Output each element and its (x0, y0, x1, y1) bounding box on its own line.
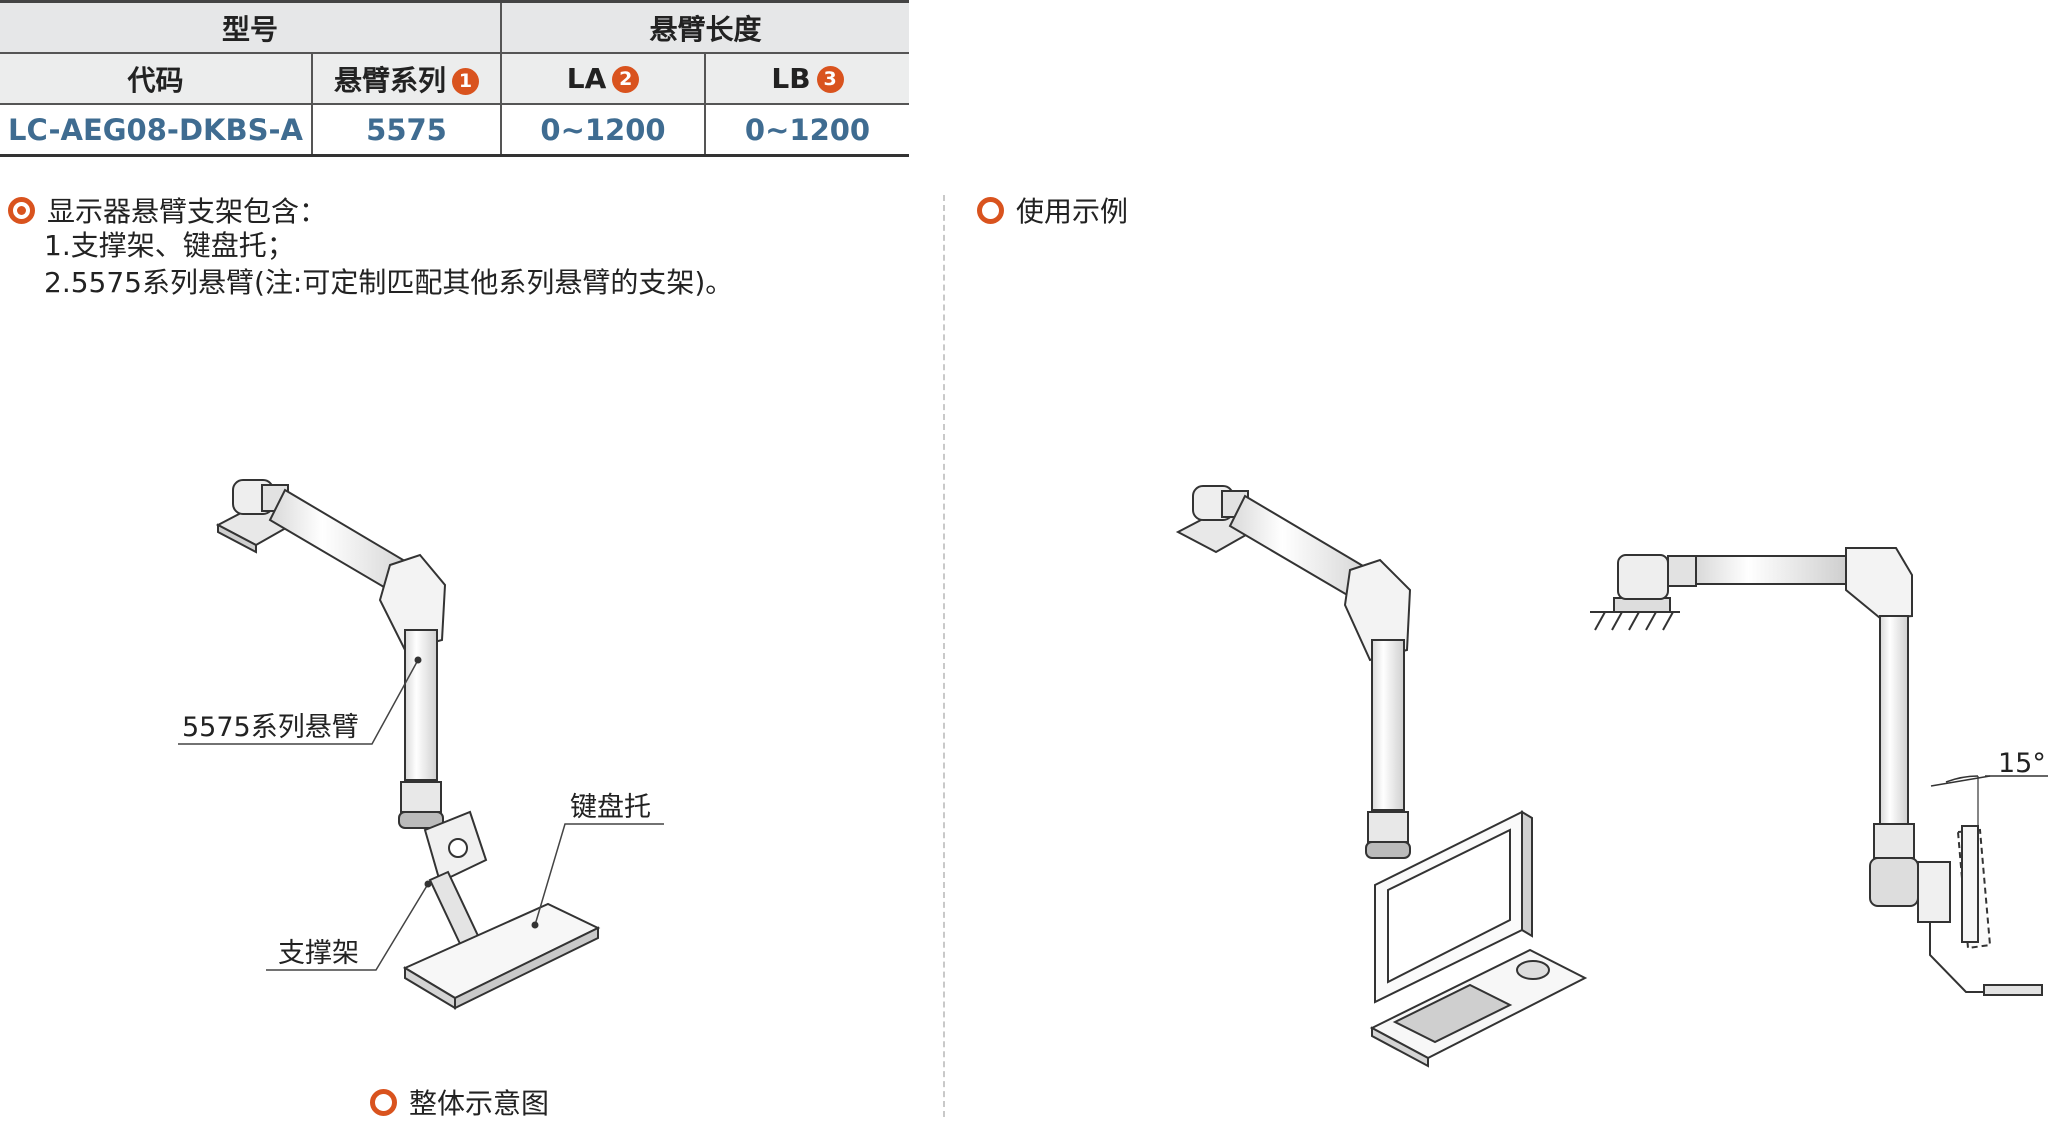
cell-lb: 0~1200 (705, 104, 910, 157)
callout-dot (531, 921, 539, 929)
table-header-row: 型号 悬臂长度 (0, 0, 910, 54)
number-badge-icon: 1 (452, 67, 480, 95)
keyboard-icon (1392, 983, 1513, 1044)
keyboard-tray-front (454, 926, 599, 1010)
arm-elbow (1343, 558, 1412, 662)
support-bracket-plate (1917, 861, 1951, 923)
arm-collar (1873, 823, 1915, 859)
ceiling-mount (1613, 597, 1671, 613)
includes-item-1: 1.支撑架、键盘托； (44, 229, 295, 262)
hatch (1594, 611, 1606, 631)
horizontal-arm (1695, 555, 1847, 585)
angle-arc (1945, 775, 1979, 783)
overview-drawing (215, 479, 601, 1010)
arm-collar (400, 781, 442, 813)
arm-rotator (1365, 841, 1411, 859)
angle-label: 15° (1998, 748, 2046, 779)
header-la-label: LA (566, 62, 607, 95)
overview-callouts (178, 659, 664, 971)
header-arm-series-label: 悬臂系列 (334, 63, 447, 97)
bullet-ring-icon (977, 196, 1004, 224)
hatch (1662, 611, 1674, 631)
monitor-profile (1961, 825, 1979, 943)
callout-support-label: 支撑架 (278, 938, 359, 969)
vertical-arm (1879, 615, 1909, 825)
usage-title: 使用示例 (1016, 195, 1129, 228)
callout-line-support (266, 883, 429, 971)
arm-collar (1367, 811, 1409, 843)
callout-arm-label: 5575系列悬臂 (182, 712, 359, 743)
mount-base-side (217, 523, 257, 554)
callout-dot (414, 656, 422, 664)
monitor-side (1521, 810, 1533, 938)
bullet-dot-icon (8, 196, 35, 224)
header-code: 代码 (0, 53, 313, 105)
includes-item-2: 2.5575系列悬臂(注:可定制匹配其他系列悬臂的支架)。 (44, 266, 734, 299)
header-lb-label: LB (771, 62, 811, 95)
cell-code: LC-AEG08-DKBS-A (0, 104, 313, 157)
callout-dot (424, 880, 432, 888)
keyboard-tray-profile (1983, 984, 2043, 996)
arm-rotator (398, 811, 444, 829)
cell-la: 0~1200 (501, 104, 707, 157)
hatch (1645, 611, 1657, 631)
mount-joint (1617, 554, 1669, 600)
cell-arm-series: 5575 (312, 104, 503, 157)
mount-joint-block (1667, 555, 1697, 587)
usage-heading: 使用示例 (977, 190, 1128, 230)
arm-elbow (1845, 547, 1913, 620)
callout-line-tray (534, 823, 664, 926)
table-row: LC-AEG08-DKBS-A 5575 0~1200 0~1200 (0, 104, 910, 157)
hatch (1628, 611, 1640, 631)
bullet-ring-icon (370, 1088, 397, 1116)
includes-heading: 显示器悬臂支架包含： (8, 190, 327, 230)
includes-title: 显示器悬臂支架包含： (47, 195, 328, 228)
monitor-screen (1387, 828, 1511, 984)
section-divider (943, 195, 945, 1117)
mouse-icon (1516, 960, 1550, 980)
callout-line-arm (178, 659, 419, 745)
header-model: 型号 (0, 0, 503, 54)
bracket-hole (448, 838, 468, 858)
overview-caption: 整体示意图 (370, 1082, 549, 1122)
arm-elbow (378, 553, 447, 652)
usage-side-drawing (1590, 547, 2048, 996)
angle-arrow-left (1930, 775, 1991, 787)
usage-iso-drawing (1175, 485, 1588, 1068)
callout-tray-label: 键盘托 (570, 792, 651, 823)
overview-caption-text: 整体示意图 (409, 1087, 550, 1120)
hatch (1611, 611, 1623, 631)
keyboard-tray-edge (1371, 1026, 1429, 1068)
number-badge-icon: 2 (612, 66, 640, 93)
vertical-arm (1371, 639, 1405, 811)
arm-rotator (1869, 857, 1919, 907)
support-stem (428, 870, 482, 950)
vertical-arm (404, 629, 438, 781)
number-badge-icon: 3 (816, 66, 844, 93)
header-arm-length: 悬臂长度 (501, 0, 910, 54)
